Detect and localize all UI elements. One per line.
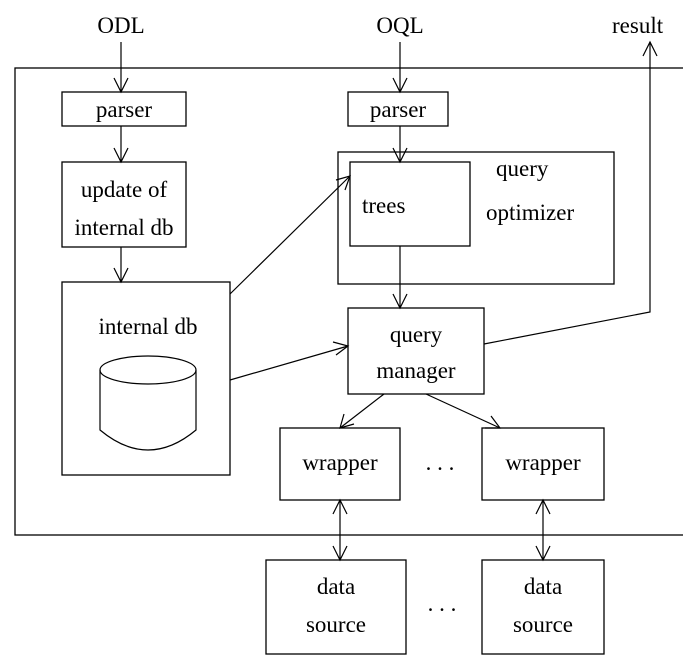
update-internal-db-box bbox=[61, 161, 187, 248]
source-ellipsis: . . . bbox=[428, 591, 457, 616]
database-cylinder-icon bbox=[99, 355, 197, 451]
data-source-box-2 bbox=[481, 559, 605, 655]
trees-label: trees bbox=[362, 193, 405, 218]
wrapper-1-label: wrapper bbox=[302, 450, 378, 475]
system-boundary bbox=[14, 67, 683, 536]
oql-parser-box bbox=[347, 91, 449, 127]
oql-parser-label: parser bbox=[370, 97, 427, 122]
manager-line-2: manager bbox=[376, 358, 456, 383]
optimizer-line-1: query bbox=[496, 156, 549, 181]
source-2-line-1: data bbox=[524, 574, 562, 599]
source-1-line-1: data bbox=[317, 574, 355, 599]
update-line-1: update of bbox=[81, 177, 168, 202]
data-source-box-1 bbox=[265, 559, 407, 655]
internal-db-box bbox=[61, 281, 231, 476]
odl-parser-box bbox=[61, 91, 187, 127]
wrapper-2-label: wrapper bbox=[505, 450, 581, 475]
oql-label: OQL bbox=[376, 13, 423, 38]
optimizer-line-2: optimizer bbox=[486, 200, 574, 225]
trees-box bbox=[349, 161, 471, 247]
wrapper-ellipsis: . . . bbox=[426, 450, 455, 475]
result-label: result bbox=[612, 13, 664, 38]
odl-label: ODL bbox=[97, 13, 144, 38]
update-line-2: internal db bbox=[75, 215, 174, 240]
query-manager-box bbox=[347, 307, 485, 395]
internal-db-label: internal db bbox=[99, 314, 198, 339]
connector-lines bbox=[113, 40, 658, 562]
source-1-line-2: source bbox=[306, 612, 366, 637]
odl-parser-label: parser bbox=[96, 97, 153, 122]
source-2-line-2: source bbox=[513, 612, 573, 637]
manager-line-1: query bbox=[390, 322, 443, 347]
